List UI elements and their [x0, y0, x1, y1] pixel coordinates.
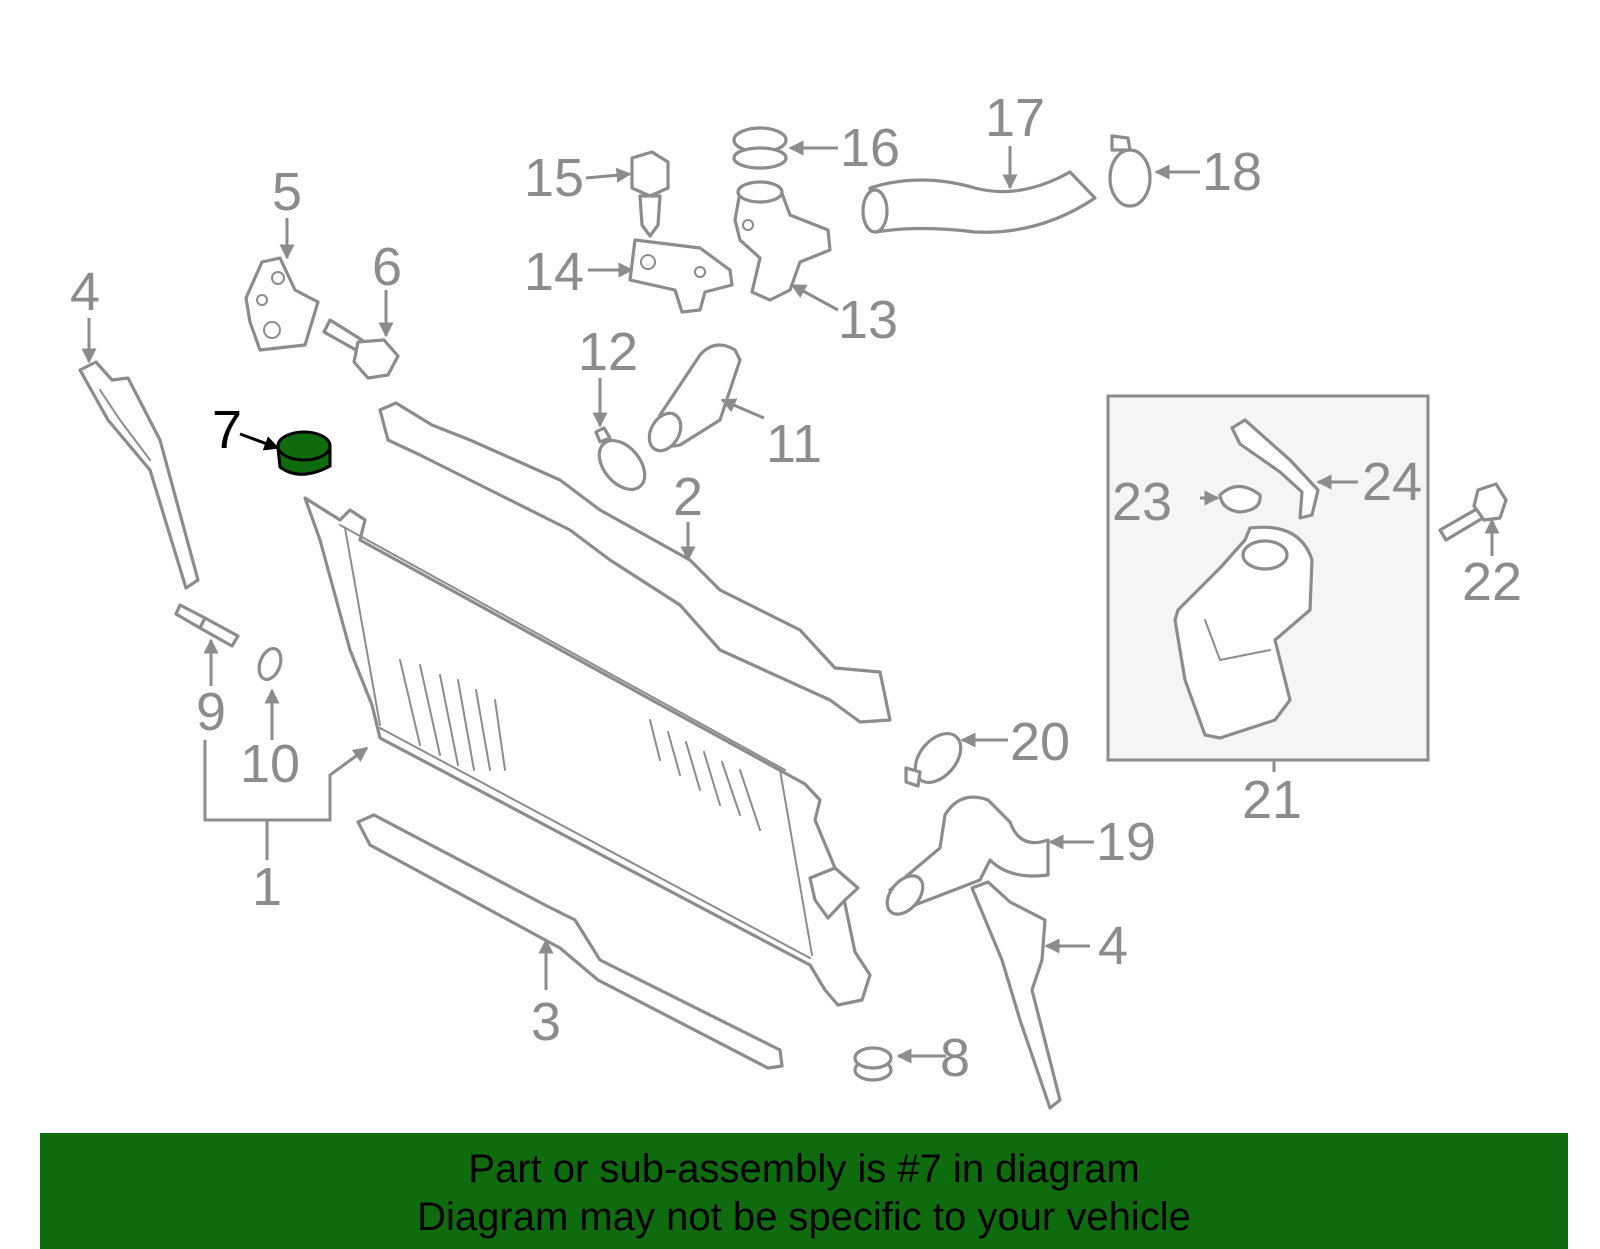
info-banner: Part or sub-assembly is #7 in diagram Di… [40, 1133, 1568, 1249]
callout-22: 22 [1462, 552, 1522, 612]
callout-11: 11 [766, 414, 822, 474]
callout-21: 21 [1242, 770, 1302, 830]
part-1-radiator[interactable] [303, 496, 872, 1007]
banner-line-2: Diagram may not be specific to your vehi… [417, 1195, 1191, 1239]
part-11-hose[interactable] [643, 343, 742, 456]
callout-16: 16 [840, 118, 900, 178]
callout-9: 9 [196, 682, 226, 742]
callout-1: 1 [252, 857, 282, 917]
banner-line-1: Part or sub-assembly is #7 in diagram [468, 1147, 1140, 1191]
callout-18: 18 [1202, 142, 1262, 202]
callout-7: 7 [212, 400, 242, 460]
part-16-radiator-cap[interactable] [732, 126, 788, 170]
callout-2: 2 [673, 467, 703, 527]
callout-20: 20 [1010, 712, 1070, 772]
part-9-drain-plug[interactable] [174, 603, 240, 648]
part-3-lower-support[interactable] [356, 813, 784, 1070]
callout-10: 10 [240, 734, 300, 794]
callout-15: 15 [524, 148, 584, 208]
callout-3: 3 [531, 992, 561, 1052]
part-20-clamp[interactable] [904, 725, 970, 791]
callout-17: 17 [985, 88, 1045, 148]
part-18-clamp[interactable] [1108, 134, 1152, 208]
callout-23: 23 [1112, 472, 1172, 532]
callout-labels: 4 5 6 7 2 3 9 10 1 11 12 13 14 15 16 17 … [70, 88, 1522, 1088]
part-5-bracket[interactable] [244, 256, 320, 352]
part-4-right-deflector[interactable] [970, 880, 1062, 1110]
callout-19: 19 [1096, 812, 1156, 872]
part-12-clamp[interactable] [590, 426, 654, 498]
part-10-o-ring[interactable] [255, 646, 285, 683]
part-13-thermostat-housing[interactable] [733, 180, 832, 302]
callout-8: 8 [940, 1028, 970, 1088]
part-14-gasket[interactable] [628, 238, 734, 314]
callout-14: 14 [524, 242, 584, 302]
callout-13: 13 [838, 290, 898, 350]
part-6-bolt[interactable] [322, 318, 400, 380]
part-4-left-deflector[interactable] [78, 360, 200, 590]
part-7-radiator-cushion[interactable] [276, 430, 332, 476]
part-21-reservoir-inset[interactable] [1106, 394, 1430, 762]
callout-24: 24 [1362, 452, 1422, 512]
part-15-bolt[interactable] [630, 150, 670, 238]
callout-5: 5 [272, 162, 302, 222]
part-8-grommet[interactable] [853, 1046, 893, 1082]
callout-4-left: 4 [70, 262, 100, 322]
callout-4-right: 4 [1098, 916, 1128, 976]
part-2-upper-support[interactable] [378, 401, 892, 724]
callout-12: 12 [578, 322, 638, 382]
part-22-bolt[interactable] [1438, 482, 1508, 542]
leader-lines [81, 140, 1500, 1064]
callout-6: 6 [372, 237, 402, 297]
part-19-lower-hose[interactable] [880, 795, 1050, 921]
part-17-upper-hose[interactable] [861, 170, 1097, 234]
